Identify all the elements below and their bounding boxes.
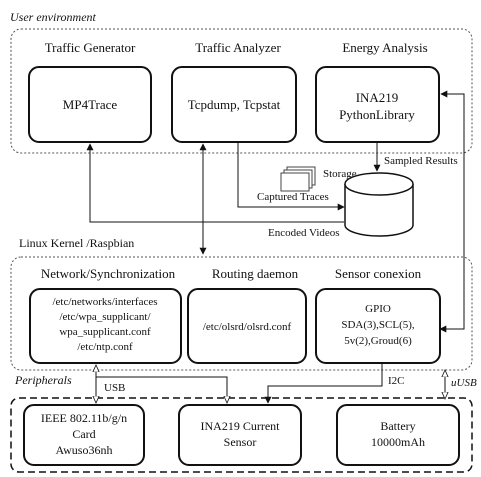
- wifi-card-box: [23, 404, 145, 466]
- mp4trace-label: MP4Trace: [63, 97, 118, 112]
- user-environment-label: User environment: [10, 10, 97, 24]
- peripherals-label: Peripherals: [14, 373, 72, 387]
- wifi-card-line2: Card: [72, 427, 95, 441]
- kernel-region: [10, 256, 473, 371]
- routing-header: Routing daemon: [212, 266, 299, 281]
- user-environment-region: [10, 28, 473, 154]
- net-file-wpa-dir: /etc/wpa_supplicant/: [59, 311, 151, 323]
- sampled-results-label: Sampled Results: [384, 155, 458, 167]
- gpio-line1: GPIO: [365, 303, 391, 315]
- ina219-library-line2: PythonLibrary: [339, 107, 415, 122]
- energy-analysis-header: Energy Analysis: [342, 40, 427, 55]
- usb-sensor-link: [96, 376, 227, 403]
- wifi-card-line1: IEEE 802.11b/g/n: [41, 411, 127, 425]
- tcpdump-label: Tcpdump, Tcpstat: [188, 97, 281, 112]
- olsrd-label: /etc/olsrd/olsrd.conf: [203, 321, 292, 333]
- net-file-ntp: /etc/ntp.conf: [77, 341, 133, 353]
- battery-line1: Battery: [380, 419, 415, 433]
- gpio-line2: SDA(3),SCL(5),: [341, 319, 415, 331]
- usb-label: USB: [104, 382, 125, 394]
- network-sync-header: Network/Synchronization: [41, 266, 176, 281]
- wifi-card-line3: Awuso36nh: [56, 443, 113, 457]
- captured-traces-label: Captured Traces: [257, 191, 329, 203]
- mp4trace-box: [28, 66, 152, 143]
- encoded-videos-label: Encoded Videos: [268, 227, 340, 239]
- ina219-sensor-line2: Sensor: [224, 435, 257, 449]
- encoded-videos-arrow: [86, 143, 344, 223]
- storage-label: Storage: [323, 168, 357, 180]
- ina219-sensor-box: [178, 404, 302, 466]
- olsrd-box: [187, 288, 307, 364]
- tcpdump-box: [171, 66, 297, 143]
- peripherals-region: [10, 397, 473, 473]
- ina219-sensor-line1: INA219 Current: [201, 419, 281, 433]
- i2c-label: I2C: [388, 375, 405, 387]
- traffic-analyzer-header: Traffic Analyzer: [195, 40, 281, 55]
- database-cylinder-top: [344, 172, 414, 196]
- i2c-link: [264, 364, 383, 404]
- traffic-generator-header: Traffic Generator: [45, 40, 136, 55]
- battery-box: [336, 404, 460, 466]
- net-file-interfaces: /etc/networks/interfaces: [52, 296, 157, 308]
- database-cylinder: [344, 184, 414, 237]
- ina219-library-line1: INA219: [356, 90, 399, 105]
- network-config-box: [29, 288, 182, 364]
- net-file-wpa-conf: wpa_supplicant.conf: [59, 326, 151, 338]
- gpio-line3: 5v(2),Groud(6): [344, 335, 412, 347]
- sensor-header: Sensor conexion: [335, 266, 422, 281]
- kernel-label: Linux Kernel /Raspbian: [19, 236, 134, 250]
- captured-traces-arrow: [237, 142, 345, 211]
- battery-line2: 10000mAh: [371, 435, 425, 449]
- uusb-label: uUSB: [451, 377, 477, 389]
- storage-doc-front: [280, 172, 310, 192]
- gpio-library-arrow: [439, 90, 465, 333]
